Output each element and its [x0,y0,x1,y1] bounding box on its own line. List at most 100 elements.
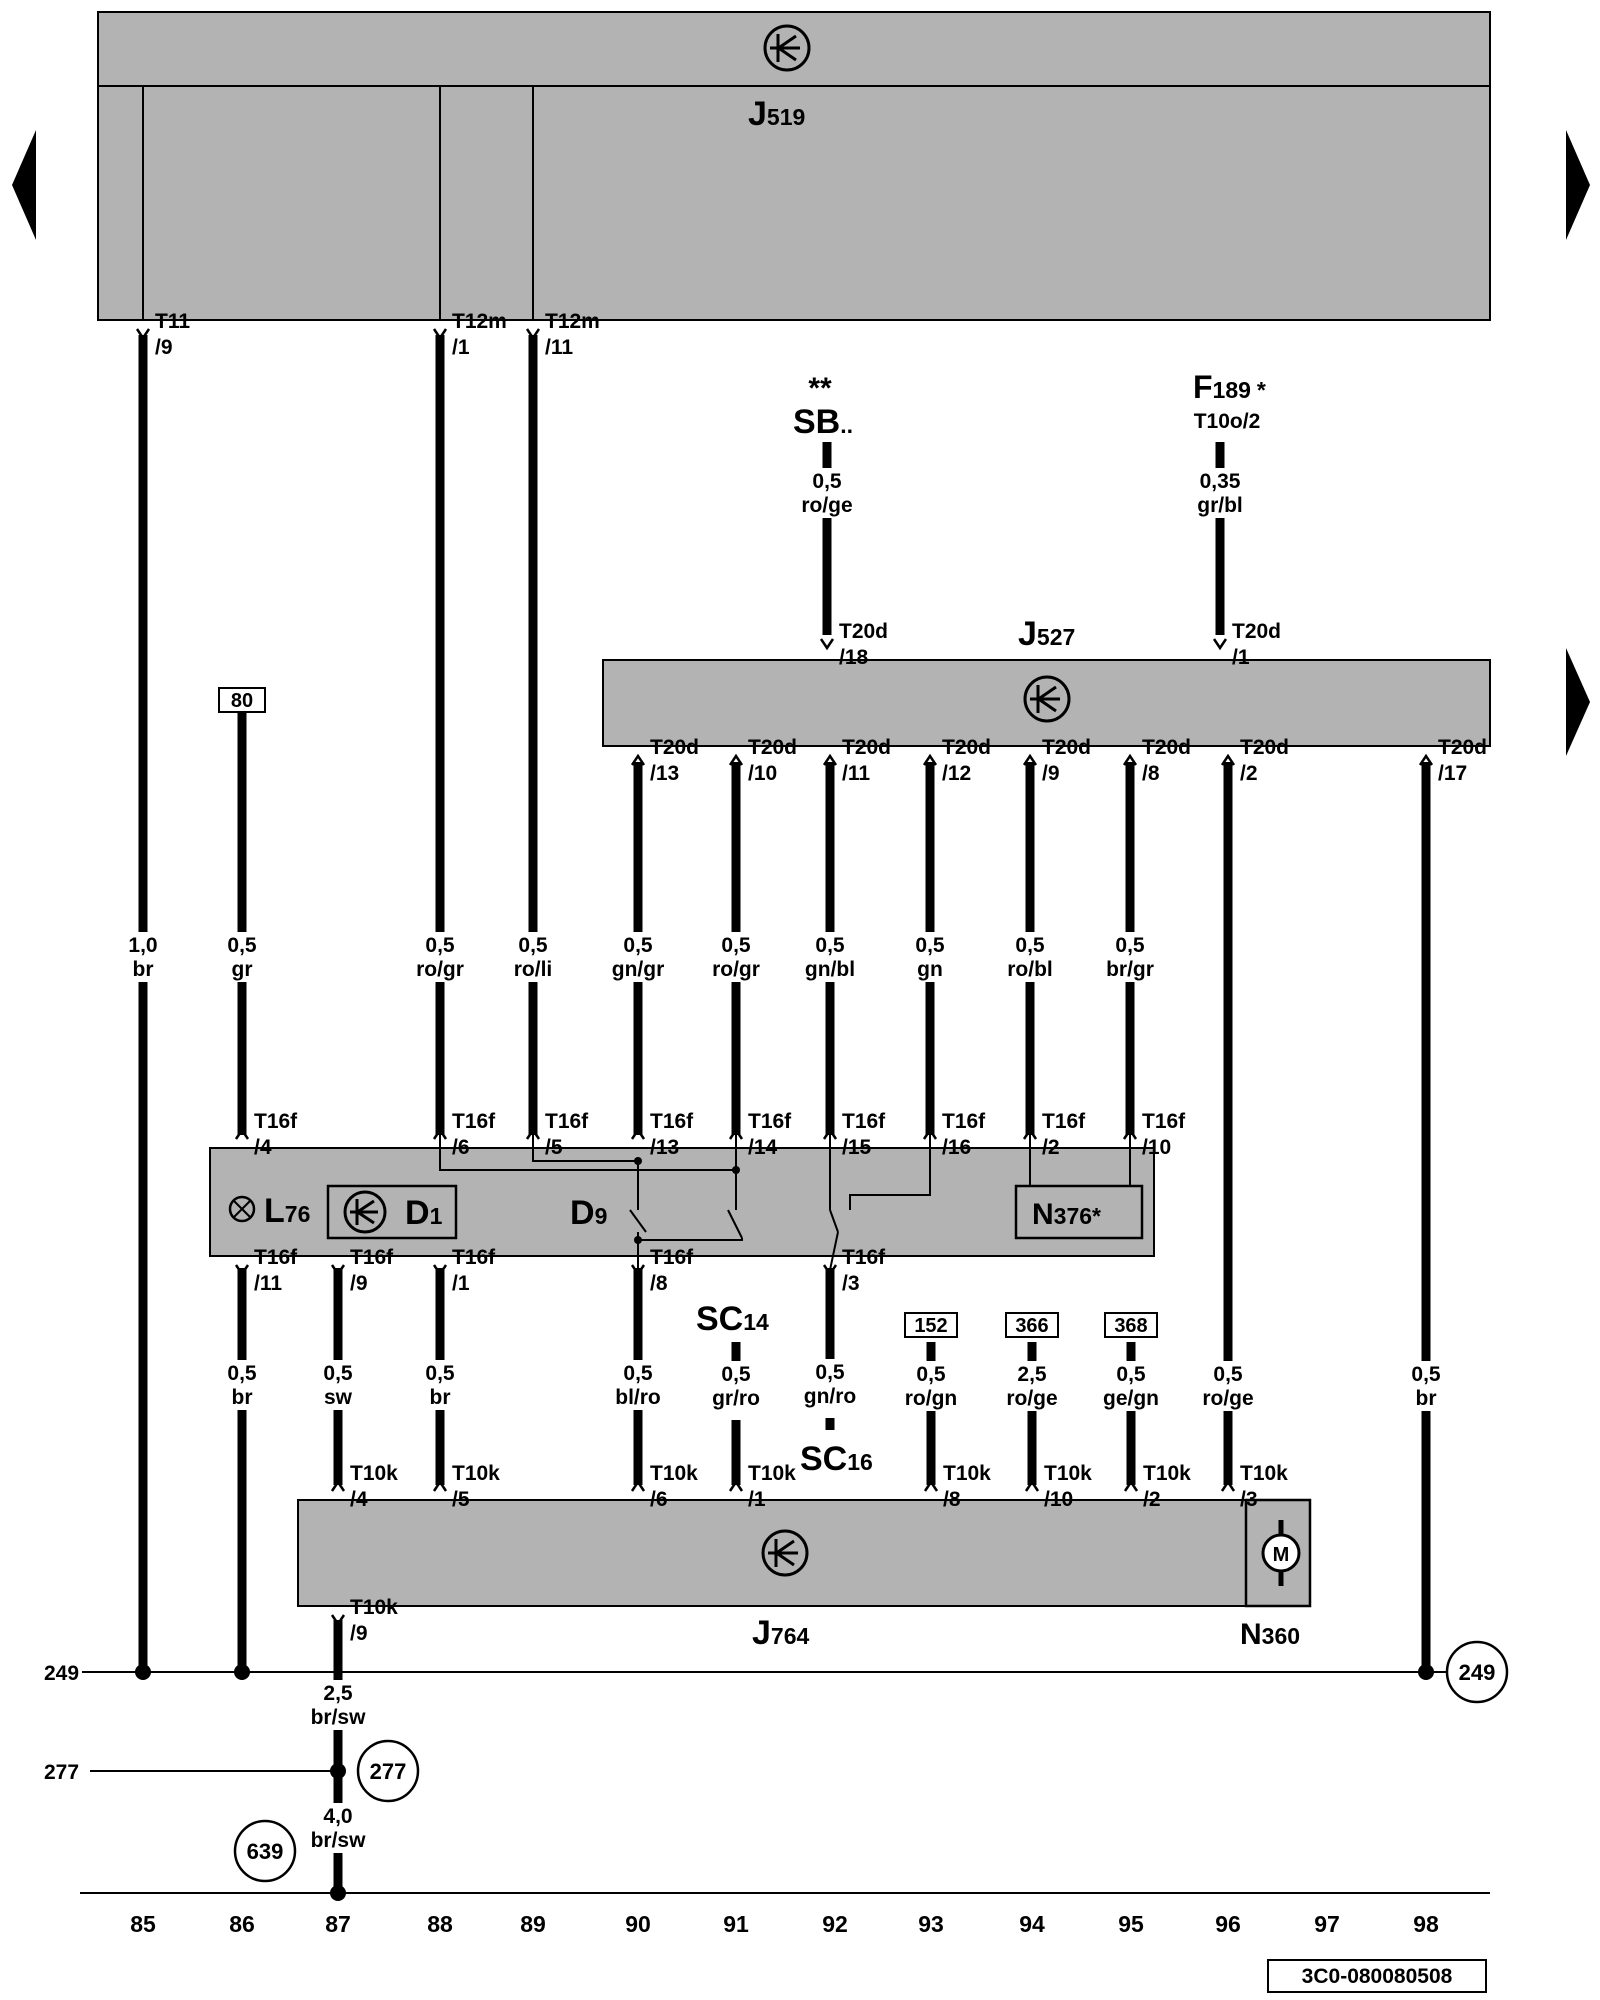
connector-pin-number: /5 [452,1488,470,1511]
connector-name: T10k [1240,1462,1288,1485]
svg-text:SC16: SC16 [800,1440,873,1478]
connector-pin: T16f/2 [1022,1110,1086,1159]
circle-ref-639[interactable]: 639 [233,1819,297,1883]
connector-arrow-icon [728,1127,744,1140]
connector-pin: T10k/8 [923,1462,991,1511]
connector-pin-number: /4 [254,1136,272,1159]
column-number: 97 [1314,1911,1340,1937]
connector-pin-number: /18 [839,646,869,669]
connector-pin: T10k/6 [630,1462,698,1511]
next-page-arrow-j527[interactable]: ▶ [1566,648,1590,756]
connector-pin: T16f/6 [432,1110,496,1159]
connector-name: T10k [452,1462,500,1485]
connector-name: T16f [350,1246,394,1269]
wire-color: gn [917,958,943,981]
connector-name: T16f [1142,1110,1186,1133]
connector-pin: T16f/3 [822,1246,886,1295]
wire-size: 0,5 [1015,934,1045,957]
connector-pin: T20d/12 [922,736,991,785]
connector-pin: T16f/15 [822,1110,886,1159]
connector-pin-number: /9 [155,336,173,359]
connector-arrow-icon [630,1127,646,1140]
connector-arrow-icon [630,753,646,766]
connector-name: T10k [650,1462,698,1485]
wire-size: 2,5 [323,1682,353,1705]
wire-label: 2,5br/sw [304,1680,372,1730]
wire-size: 4,0 [323,1805,352,1828]
svg-text:80: 80 [231,690,253,712]
column-number: 93 [918,1911,944,1937]
connector-name: T11 [155,310,190,333]
j527-label: J527 [1018,615,1075,653]
svg-text:SC14: SC14 [696,1300,769,1338]
connector-name: T20d [842,736,891,759]
next-page-arrow[interactable]: ▶ [1566,130,1590,240]
connector-arrow-icon [728,1479,744,1492]
circle-ref-249[interactable]: 249 [1445,1640,1509,1704]
connector-name: T10k [350,1462,398,1485]
connector-pin: T20d/13 [630,736,699,785]
wire-label: 2,5ro/ge [998,1361,1066,1411]
connector-arrow-icon [1022,1127,1038,1140]
connector-pin-number: /11 [545,336,573,359]
connector-arrow-icon [1122,1127,1138,1140]
connector-pin: T20d/10 [728,736,797,785]
wire-label: 0,5ro/gr [702,932,770,982]
connector-name: T20d [1232,620,1281,643]
svg-text:**: ** [808,372,832,405]
connector-name: T16f [452,1246,496,1269]
connector-arrow-icon [525,1127,541,1140]
connector-arrow-icon [922,1127,938,1140]
connector-name: T16f [650,1110,694,1133]
svg-text:T10o/2: T10o/2 [1194,410,1261,433]
wire-size: 1,0 [128,934,157,957]
wire-label: 0,5ro/ge [1194,1361,1262,1411]
main-ground-line [80,1885,1490,1901]
ref-box-152: 152 [904,1312,958,1338]
connector-pin-number: /2 [1042,1136,1060,1159]
connector-name: T16f [650,1246,694,1269]
circle-ref-277[interactable]: 277 [356,1739,420,1803]
connector-arrow-icon [1024,1479,1040,1492]
connector-pin-number: /2 [1240,762,1258,785]
j519-module: J519 [97,11,1491,321]
wire-labels-layer: 0,5ro/ge0,35gr/bl1,0br0,5gr0,5ro/gr0,5ro… [109,468,1460,1853]
connector-pin-number: /13 [650,1136,679,1159]
prev-page-arrow[interactable]: ◀ [12,130,36,240]
connector-arrow-icon [822,1127,838,1140]
wire-label: 1,0br [109,932,177,982]
wire-size: 0,5 [518,934,548,957]
connector-pin-number: /11 [254,1272,282,1295]
connector-arrow-icon [819,638,835,651]
svg-text:639: 639 [247,1839,284,1864]
j519-label: J519 [748,95,805,133]
l76-label: L76 [264,1192,310,1230]
d1-label: D1 [405,1194,443,1232]
wire-label: 0,5br [1392,1361,1460,1411]
ground-bus-249: 249 [44,1662,1448,1685]
connector-pin-number: /15 [842,1136,872,1159]
wire-color: br [430,1386,451,1409]
wire-color: ro/ge [801,494,852,517]
side-ref-277: 277 [44,1761,79,1784]
wire-label: 0,5ro/bl [996,932,1064,982]
wire-size: 0,5 [815,934,845,957]
j764-ground-symbol [761,1529,809,1577]
svg-text:277: 277 [370,1759,407,1784]
connector-arrow-icon [822,1264,838,1277]
wire-color: gn/ro [804,1385,857,1408]
wire-size: 0,5 [623,934,653,957]
connector-pin: T10k/10 [1024,1462,1092,1511]
sc14-label: SC14 [696,1300,769,1338]
column-number: 90 [625,1911,651,1937]
column-number: 94 [1019,1911,1045,1937]
connector-name: T10k [748,1462,796,1485]
connector-pin-number: /10 [1044,1488,1073,1511]
connector-name: T16f [842,1110,886,1133]
prev-page-label: ◀ [19,182,28,193]
connector-pin: T16f/13 [630,1110,694,1159]
wire-size: 0,5 [915,934,945,957]
connector-name: T12m [545,310,600,333]
